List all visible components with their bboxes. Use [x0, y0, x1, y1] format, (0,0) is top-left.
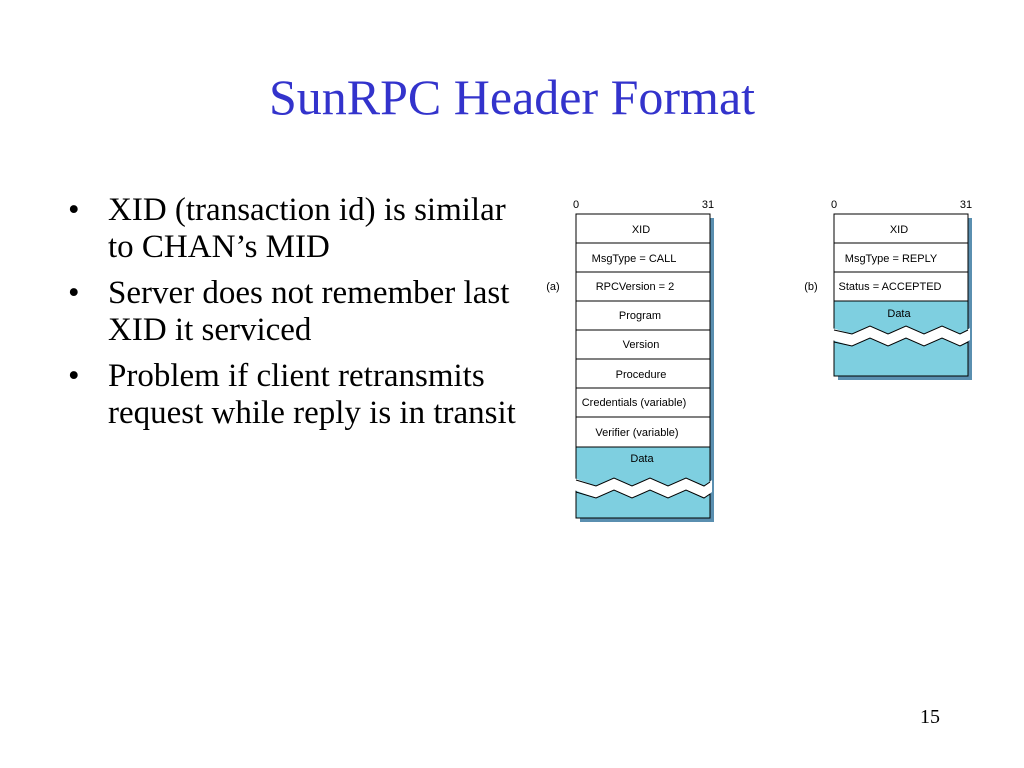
call-field-rpcversion: RPCVersion = 2 [596, 281, 675, 293]
call-field-data: Data [630, 453, 654, 465]
call-break-line-bottom [575, 489, 711, 499]
reply-bit-end-label: 31 [960, 199, 972, 211]
reply-break-gap [832, 326, 970, 346]
call-field-box [575, 329, 711, 360]
call-bit-end-label: 31 [702, 199, 714, 211]
bullet-item: Problem if client retransmits request wh… [68, 358, 538, 432]
reply-bit-start-label: 0 [831, 199, 837, 211]
call-field-verifier: Verifier (variable) [595, 427, 678, 439]
call-field-box [575, 213, 711, 244]
reply-field-msgtype: MsgType = REPLY [845, 253, 938, 265]
call-field-box [575, 358, 711, 389]
reply-break-line-bottom [833, 337, 969, 347]
reply-field-status: Status = ACCEPTED [838, 281, 941, 293]
call-field-program: Program [619, 310, 661, 322]
call-break-gap [574, 478, 712, 498]
call-field-credentials: Credentials (variable) [582, 397, 687, 409]
call-header-diagram: 0 31 (a) XID MsgType = CALL RPCVersion =… [546, 199, 714, 522]
reply-field-box [833, 213, 969, 244]
reply-field-box [833, 271, 969, 302]
bullet-item: XID (transaction id) is similar to CHAN’… [68, 192, 538, 266]
slide-title: SunRPC Header Format [268, 69, 756, 125]
reply-field-xid: XID [890, 224, 908, 236]
bullet-item: Server does not remember last XID it ser… [68, 275, 538, 349]
reply-diagram-label: (b) [804, 281, 817, 293]
call-diagram-label: (a) [546, 281, 559, 293]
call-field-box [575, 416, 711, 448]
reply-field-box [833, 242, 969, 273]
reply-break-line-top [833, 325, 969, 335]
reply-field-data: Data [887, 308, 911, 320]
call-field-msgtype: MsgType = CALL [592, 253, 677, 265]
call-field-xid: XID [632, 224, 650, 236]
reply-header-diagram: 0 31 (b) XID MsgType = REPLY Status = AC… [804, 199, 972, 380]
bullet-list: XID (transaction id) is similar to CHAN’… [68, 192, 538, 441]
call-field-box [575, 271, 711, 302]
call-bit-start-label: 0 [573, 199, 579, 211]
page-number: 15 [920, 706, 940, 728]
call-break-line-top [575, 477, 711, 487]
call-field-box [575, 242, 711, 273]
call-field-procedure: Procedure [616, 369, 667, 381]
call-field-version: Version [623, 339, 660, 351]
